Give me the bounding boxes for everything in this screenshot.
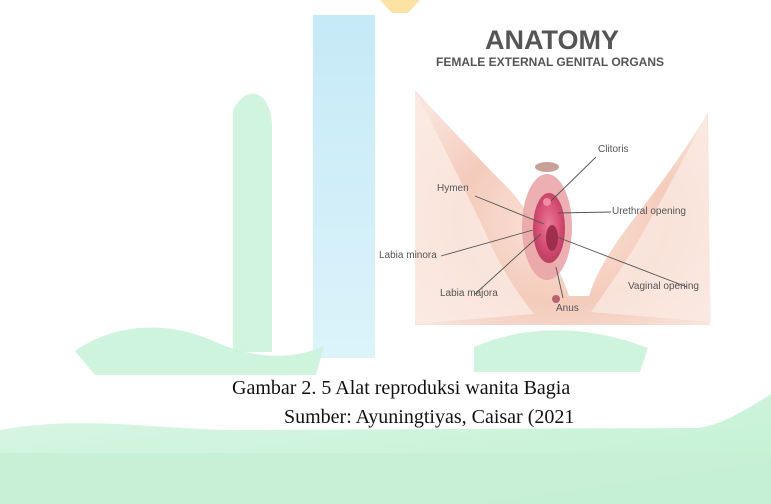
urethral-opening-label: Urethral opening bbox=[612, 206, 686, 217]
figure-subtitle: FEMALE EXTERNAL GENITAL ORGANS bbox=[436, 55, 664, 69]
figure-caption: Gambar 2. 5 Alat reproduksi wanita Bagia bbox=[232, 376, 771, 400]
watermark-yellow-shape bbox=[380, 0, 420, 13]
figure-title: ANATOMY bbox=[485, 25, 619, 55]
anatomy-figure: ANATOMY FEMALE EXTERNAL GENITAL ORGANS bbox=[375, 20, 723, 325]
watermark-left-wave bbox=[75, 328, 324, 375]
vaginal-opening-label: Vaginal opening bbox=[628, 281, 699, 292]
anus-label: Anus bbox=[556, 303, 579, 314]
watermark-base-bar-lower bbox=[0, 453, 771, 504]
watermark-center-tower bbox=[313, 15, 375, 358]
figure-source: Sumber: Ayuningtiyas, Caisar (2021 bbox=[284, 405, 771, 429]
anus-shape bbox=[552, 295, 560, 303]
labia-majora-label: Labia majora bbox=[440, 288, 498, 299]
pubic-hair-shading bbox=[535, 162, 559, 172]
watermark-right-wave bbox=[474, 330, 648, 372]
clitoris-label: Clitoris bbox=[598, 144, 629, 155]
vaginal-opening-shape bbox=[546, 225, 558, 251]
labia-minora-label: Labia minora bbox=[379, 250, 437, 261]
watermark-left-arc bbox=[233, 94, 272, 352]
clitoris-shape bbox=[543, 198, 551, 206]
hymen-label: Hymen bbox=[437, 183, 469, 194]
